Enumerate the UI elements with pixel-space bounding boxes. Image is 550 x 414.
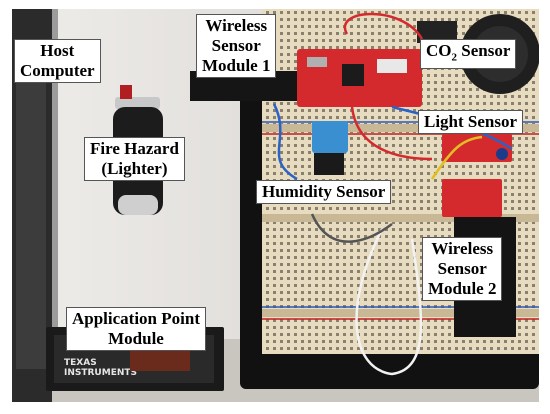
humidity-sensor-label: Humidity Sensor bbox=[256, 180, 392, 204]
wireless-sensor-module-2-label-line-1: Wireless bbox=[431, 239, 494, 258]
light-sensor-label: Light Sensor bbox=[418, 110, 524, 134]
humidity-sensor bbox=[312, 121, 348, 175]
light-sensor bbox=[442, 134, 512, 162]
ti-logo-line-1: TEXAS bbox=[64, 358, 97, 368]
fire-hazard-label: Fire Hazard (Lighter) bbox=[84, 137, 185, 181]
host-computer-label: Host Computer bbox=[14, 39, 101, 83]
co2-subscript: 2 bbox=[451, 51, 458, 64]
wireless-sensor-module-1-label-line-3: Module 1 bbox=[202, 56, 271, 75]
host-computer-label-line-2: Computer bbox=[20, 61, 95, 80]
wireless-sensor-module-2-label-line-2: Sensor bbox=[437, 259, 487, 278]
wireless-sensor-module-1-label: Wireless Sensor Module 1 bbox=[196, 14, 277, 78]
co2-sensor-label-text: CO2 Sensor bbox=[426, 41, 510, 67]
light-sensor-label-text: Light Sensor bbox=[424, 112, 518, 131]
ti-logo: TEXAS INSTRUMENTS bbox=[64, 358, 137, 378]
ti-logo-line-2: INSTRUMENTS bbox=[64, 368, 137, 378]
wireless-sensor-module-1 bbox=[297, 49, 422, 107]
wireless-sensor-module-1-label-line-2: Sensor bbox=[211, 36, 261, 55]
co2-sensor-label: CO2 Sensor bbox=[420, 39, 517, 70]
wireless-sensor-module-2-label: Wireless Sensor Module 2 bbox=[422, 237, 503, 301]
host-computer-label-line-1: Host bbox=[40, 41, 75, 60]
co2-prefix: CO bbox=[426, 41, 452, 60]
wireless-sensor-module-2-label-line-3: Module 2 bbox=[428, 279, 497, 298]
application-point-module-label: Application Point Module bbox=[66, 307, 206, 351]
fire-hazard-label-line-1: Fire Hazard bbox=[90, 139, 179, 158]
application-point-module-label-line-1: Application Point bbox=[72, 309, 200, 328]
application-point-module-label-line-2: Module bbox=[108, 329, 164, 348]
co2-suffix: Sensor bbox=[457, 41, 511, 60]
humidity-sensor-label-text: Humidity Sensor bbox=[262, 182, 386, 201]
fire-hazard-label-line-2: (Lighter) bbox=[101, 159, 168, 178]
wireless-sensor-module-1-label-line-1: Wireless bbox=[205, 16, 268, 35]
